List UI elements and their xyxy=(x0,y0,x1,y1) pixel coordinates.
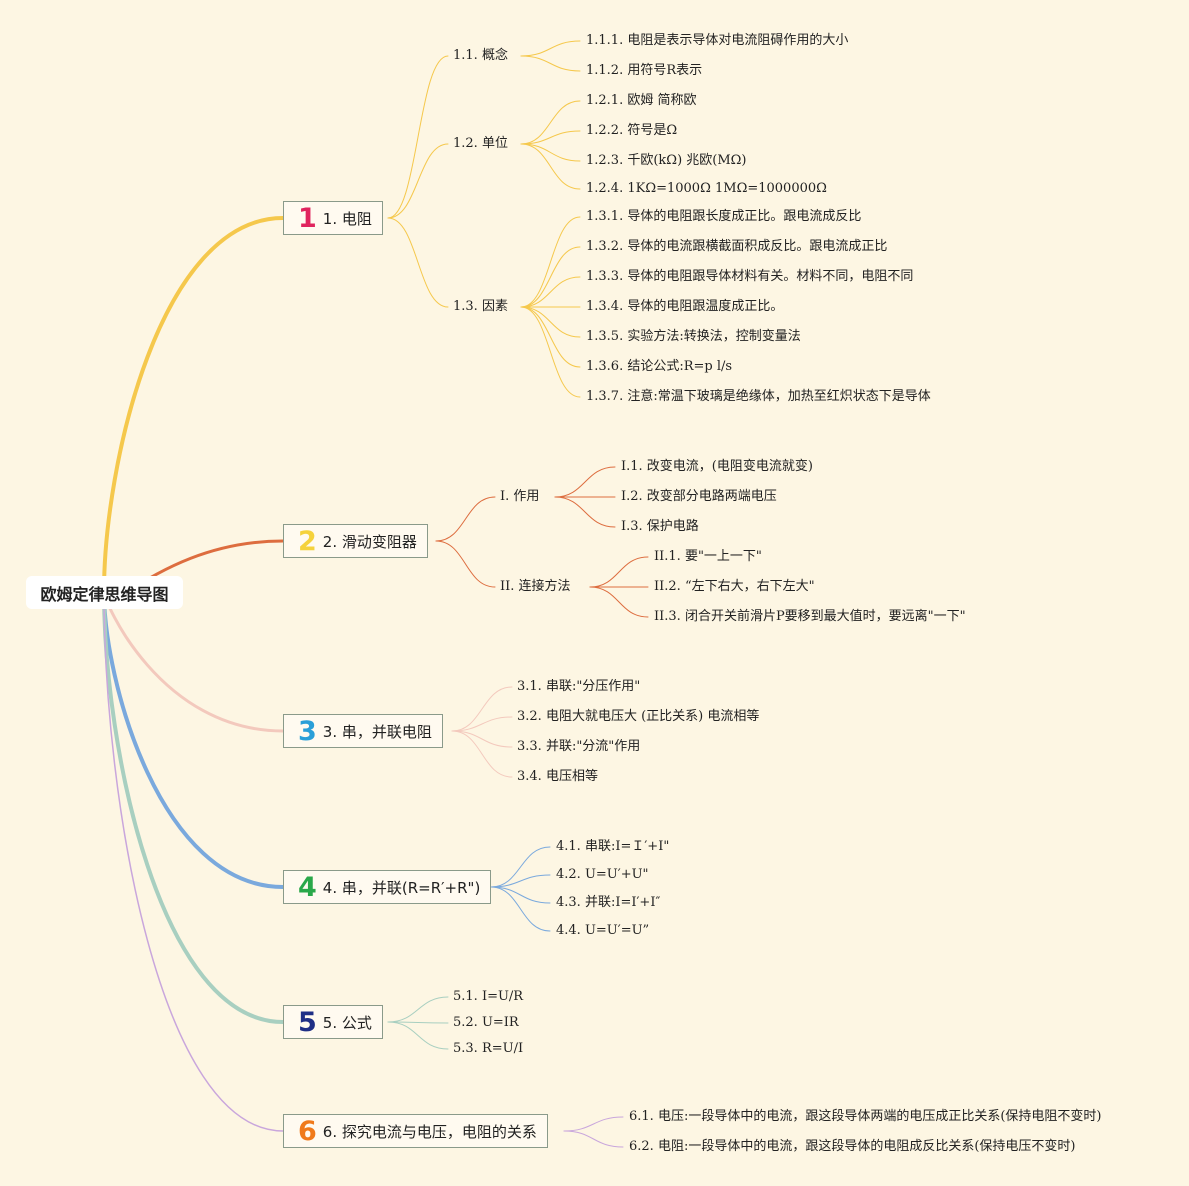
link-root-b4 xyxy=(102,590,285,889)
link-b4-0 xyxy=(490,846,551,888)
link-root-b3 xyxy=(102,590,285,733)
link-b2-1 xyxy=(435,540,496,588)
link-b6-0 xyxy=(563,1116,624,1132)
link-b12-3 xyxy=(520,143,581,190)
topic-1-3-4[interactable]: 1.3.4. 导体的电阻跟温度成正比。 xyxy=(586,299,784,314)
link-b2II-0 xyxy=(589,556,649,588)
link-b1-0 xyxy=(387,55,449,219)
topic-1-1-1[interactable]: 1.1.1. 电阻是表示导体对电流阻碍作用的大小 xyxy=(586,33,849,48)
topic-1-2[interactable]: 1.2. 单位 xyxy=(453,136,508,151)
topic-4-4[interactable]: 4.4. U=U′=U” xyxy=(556,923,650,938)
topic-3-1[interactable]: 3.1. 串联:"分压作用" xyxy=(517,679,641,694)
topic-1-3-5[interactable]: 1.3.5. 实验方法:转换法，控制变量法 xyxy=(586,329,801,344)
link-b13-6 xyxy=(520,306,581,398)
link-b3-0 xyxy=(451,686,513,732)
topic-2-I-1[interactable]: I.1. 改变电流，(电阻变电流就变) xyxy=(621,459,813,474)
branch-label: 3. 串，并联电阻 xyxy=(322,722,432,741)
link-b12-0 xyxy=(520,100,581,145)
number-5-badge: 5 xyxy=(298,1006,317,1038)
link-b2II-2 xyxy=(589,586,649,618)
topic-2-I-3[interactable]: I.3. 保护电路 xyxy=(621,519,699,534)
topic-1-3-6[interactable]: 1.3.6. 结论公式:R=p l/s xyxy=(586,359,733,374)
topic-4-3[interactable]: 4.3. 并联:I=I′+I″ xyxy=(556,895,661,910)
topic-5-3[interactable]: 5.3. R=U/I xyxy=(453,1041,524,1056)
topic-4-2[interactable]: 4.2. U=U′+U" xyxy=(556,867,649,882)
link-b1-1 xyxy=(387,143,449,219)
branch-label: 1. 电阻 xyxy=(322,209,372,228)
number-2-badge: 2 xyxy=(298,525,317,557)
branch-3-series-parallel-resistance[interactable]: 3 3. 串，并联电阻 xyxy=(283,714,443,748)
topic-5-2[interactable]: 5.2. U=IR xyxy=(453,1015,519,1030)
topic-1-1-2[interactable]: 1.1.2. 用符号R表示 xyxy=(586,63,703,78)
topic-2-II[interactable]: II. 连接方法 xyxy=(500,579,571,594)
branch-label: 4. 串，并联(R=R′+R") xyxy=(322,878,481,897)
topic-1-2-2[interactable]: 1.2.2. 符号是Ω xyxy=(586,123,678,138)
topic-1-3-2[interactable]: 1.3.2. 导体的电流跟横截面积成反比。跟电流成正比 xyxy=(586,239,888,254)
link-b12-1 xyxy=(520,130,581,145)
link-b13-2 xyxy=(520,276,581,308)
link-b1-2 xyxy=(387,217,449,308)
branch-1-resistance[interactable]: 1 1. 电阻 xyxy=(283,201,383,235)
topic-4-1[interactable]: 4.1. 串联:I=Ｉ′+I" xyxy=(556,839,670,854)
branch-4-series-parallel-formula[interactable]: 4 4. 串，并联(R=R′+R") xyxy=(283,870,492,904)
link-b3-1 xyxy=(451,716,513,732)
link-b11-0 xyxy=(520,40,581,57)
topic-2-II-3[interactable]: II.3. 闭合开关前滑片P要移到最大值时，要远离"一下" xyxy=(654,609,966,624)
link-b2I-0 xyxy=(554,466,616,498)
link-b3-2 xyxy=(451,730,513,748)
topic-5-1[interactable]: 5.1. I=U/R xyxy=(453,989,524,1004)
topic-1-3-7[interactable]: 1.3.7. 注意:常温下玻璃是绝缘体，加热至红炽状态下是导体 xyxy=(586,389,931,404)
number-4-badge: 4 xyxy=(298,871,317,903)
link-b3-3 xyxy=(451,730,513,778)
branch-2-rheostat[interactable]: 2 2. 滑动变阻器 xyxy=(283,524,428,558)
number-6-badge: 6 xyxy=(298,1115,317,1147)
branch-6-explore-relation[interactable]: 6 6. 探究电流与电压，电阻的关系 xyxy=(283,1114,548,1148)
topic-6-2[interactable]: 6.2. 电阻:一段导体中的电流，跟这段导体的电阻成反比关系(保持电压不变时) xyxy=(629,1139,1076,1154)
number-1-badge: 1 xyxy=(298,202,317,234)
topic-1-2-4[interactable]: 1.2.4. 1KΩ=1000Ω 1MΩ=1000000Ω xyxy=(586,181,827,196)
topic-1-1[interactable]: 1.1. 概念 xyxy=(453,48,508,63)
branch-label: 6. 探究电流与电压，电阻的关系 xyxy=(322,1122,537,1141)
topic-3-4[interactable]: 3.4. 电压相等 xyxy=(517,769,598,784)
link-b12-2 xyxy=(520,143,581,162)
link-b11-1 xyxy=(520,55,581,72)
root-topic[interactable]: 欧姆定律思维导图 xyxy=(26,576,183,609)
topic-2-I-2[interactable]: I.2. 改变部分电路两端电压 xyxy=(621,489,777,504)
link-b6-1 xyxy=(563,1130,624,1148)
topic-2-II-2[interactable]: II.2. “左下右大，右下左大" xyxy=(654,579,815,594)
link-b13-1 xyxy=(520,246,581,308)
branch-label: 5. 公式 xyxy=(322,1013,372,1032)
link-b13-0 xyxy=(520,216,581,308)
link-b13-5 xyxy=(520,306,581,368)
number-3-badge: 3 xyxy=(298,715,317,747)
link-b4-2 xyxy=(490,886,551,904)
link-root-b6 xyxy=(103,591,284,1132)
branch-5-formula[interactable]: 5 5. 公式 xyxy=(283,1005,383,1039)
topic-6-1[interactable]: 6.1. 电压:一段导体中的电流，跟这段导体两端的电压成正比关系(保持电阻不变时… xyxy=(629,1109,1102,1124)
topic-2-I[interactable]: I. 作用 xyxy=(500,489,540,504)
topic-1-3-3[interactable]: 1.3.3. 导体的电阻跟导体材料有关。材料不同，电阻不同 xyxy=(586,269,914,284)
link-b2I-2 xyxy=(554,496,616,528)
topic-3-3[interactable]: 3.3. 并联:"分流"作用 xyxy=(517,739,641,754)
topic-1-3[interactable]: 1.3. 因素 xyxy=(453,299,508,314)
link-b4-3 xyxy=(490,886,551,932)
link-b4-1 xyxy=(490,874,551,888)
branch-label: 2. 滑动变阻器 xyxy=(322,532,417,551)
link-b5-2 xyxy=(387,1021,449,1050)
topic-3-2[interactable]: 3.2. 电阻大就电压大 (正比关系) 电流相等 xyxy=(517,709,760,724)
link-b5-0 xyxy=(387,996,449,1023)
link-root-b5 xyxy=(102,590,285,1024)
link-b2-0 xyxy=(435,496,496,542)
topic-1-3-1[interactable]: 1.3.1. 导体的电阻跟长度成正比。跟电流成反比 xyxy=(586,209,862,224)
link-root-b1 xyxy=(102,216,285,594)
topic-2-II-1[interactable]: II.1. 要"一上一下" xyxy=(654,549,762,564)
topic-1-2-1[interactable]: 1.2.1. 欧姆 简称欧 xyxy=(586,93,697,108)
link-b13-4 xyxy=(520,306,581,338)
topic-1-2-3[interactable]: 1.2.3. 千欧(kΩ) 兆欧(MΩ) xyxy=(586,153,747,168)
